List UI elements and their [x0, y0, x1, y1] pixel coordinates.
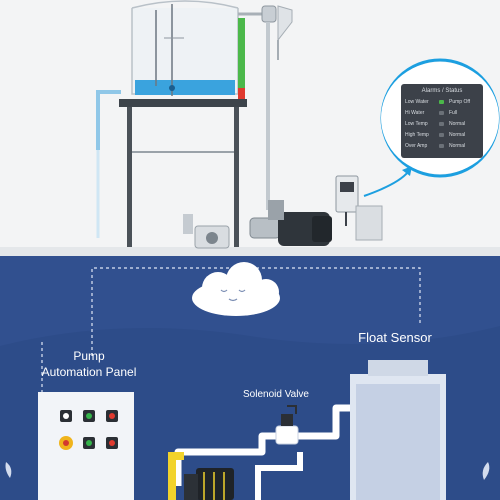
- status-led-icon: [439, 133, 444, 137]
- pump-body-icon: [196, 468, 234, 500]
- control-box-display: [340, 182, 354, 192]
- controller-enclosure: [355, 205, 383, 241]
- table-leg-right: [234, 107, 239, 247]
- status-panel-title: Alarms / Status: [421, 88, 463, 94]
- status-led-icon: [439, 144, 444, 148]
- status-row: Hi Water Full: [405, 109, 481, 117]
- small-pump-rotor: [206, 232, 218, 244]
- automation-illustration-panel: Pump Automation Panel Float Sensor Solen…: [0, 256, 500, 500]
- level-indicator-green: [238, 18, 245, 90]
- lower-pipe: [255, 452, 303, 500]
- status-panel-inset: Alarms / Status Low Water Pump Off Hi Wa…: [381, 62, 499, 174]
- pump-automation-panel-label: Pump Automation Panel: [41, 349, 137, 379]
- float-ball: [169, 85, 175, 91]
- status-key: Low Water: [405, 99, 429, 105]
- floor: [0, 247, 500, 256]
- plant-left-icon: [5, 462, 12, 478]
- tank-water-level: [356, 384, 440, 500]
- small-pump-inlet: [183, 214, 193, 234]
- level-indicator-red: [238, 88, 245, 102]
- status-value: Normal: [449, 143, 466, 149]
- status-led-icon: [439, 100, 444, 104]
- status-value: Pump Off: [449, 99, 471, 105]
- tank-cap: [368, 360, 428, 376]
- status-row: High Temp Normal: [405, 131, 481, 139]
- panel-buttons: [59, 410, 118, 450]
- status-row: Low Temp Normal: [405, 120, 481, 128]
- table-top: [119, 99, 247, 107]
- tank-schematic-panel: Alarms / Status Low Water Pump Off Hi Wa…: [0, 0, 500, 256]
- tank-schematic-drawing: [0, 0, 500, 256]
- overflow-pipe: [96, 90, 121, 150]
- table-leg-left: [127, 107, 132, 247]
- plant-right-icon: [482, 462, 490, 480]
- automation-drawing: [0, 262, 500, 500]
- status-value: Normal: [449, 121, 466, 127]
- top-valve: [261, 5, 277, 23]
- status-value: Normal: [449, 132, 466, 138]
- status-led-icon: [439, 122, 444, 126]
- status-value: Full: [449, 110, 458, 116]
- pump-head: [249, 217, 281, 239]
- status-row: Low Water Pump Off: [405, 98, 481, 106]
- status-panel: Alarms / Status Low Water Pump Off Hi Wa…: [401, 84, 483, 158]
- status-key: High Temp: [405, 132, 429, 138]
- solenoid-valve-icon: [275, 405, 299, 445]
- motor-fan-cover: [312, 216, 332, 242]
- yellow-pipe: [168, 452, 184, 500]
- valve-housing: [277, 5, 293, 42]
- tank-water: [135, 80, 235, 95]
- status-key: Low Temp: [405, 121, 428, 127]
- tank-lid: [131, 0, 239, 9]
- status-key: Hi Water: [405, 110, 425, 116]
- callout-arrow: [363, 171, 409, 197]
- status-led-icon: [439, 111, 444, 115]
- pump-head-icon: [184, 474, 198, 500]
- cloud-icon: [192, 262, 280, 316]
- float-sensor-label: Float Sensor: [358, 330, 432, 345]
- pump-outlet: [268, 200, 284, 220]
- status-key: Over Amp: [405, 143, 428, 149]
- solenoid-valve-label: Solenoid Valve: [243, 389, 309, 400]
- status-row: Over Amp Normal: [405, 142, 481, 150]
- control-box: [335, 175, 359, 213]
